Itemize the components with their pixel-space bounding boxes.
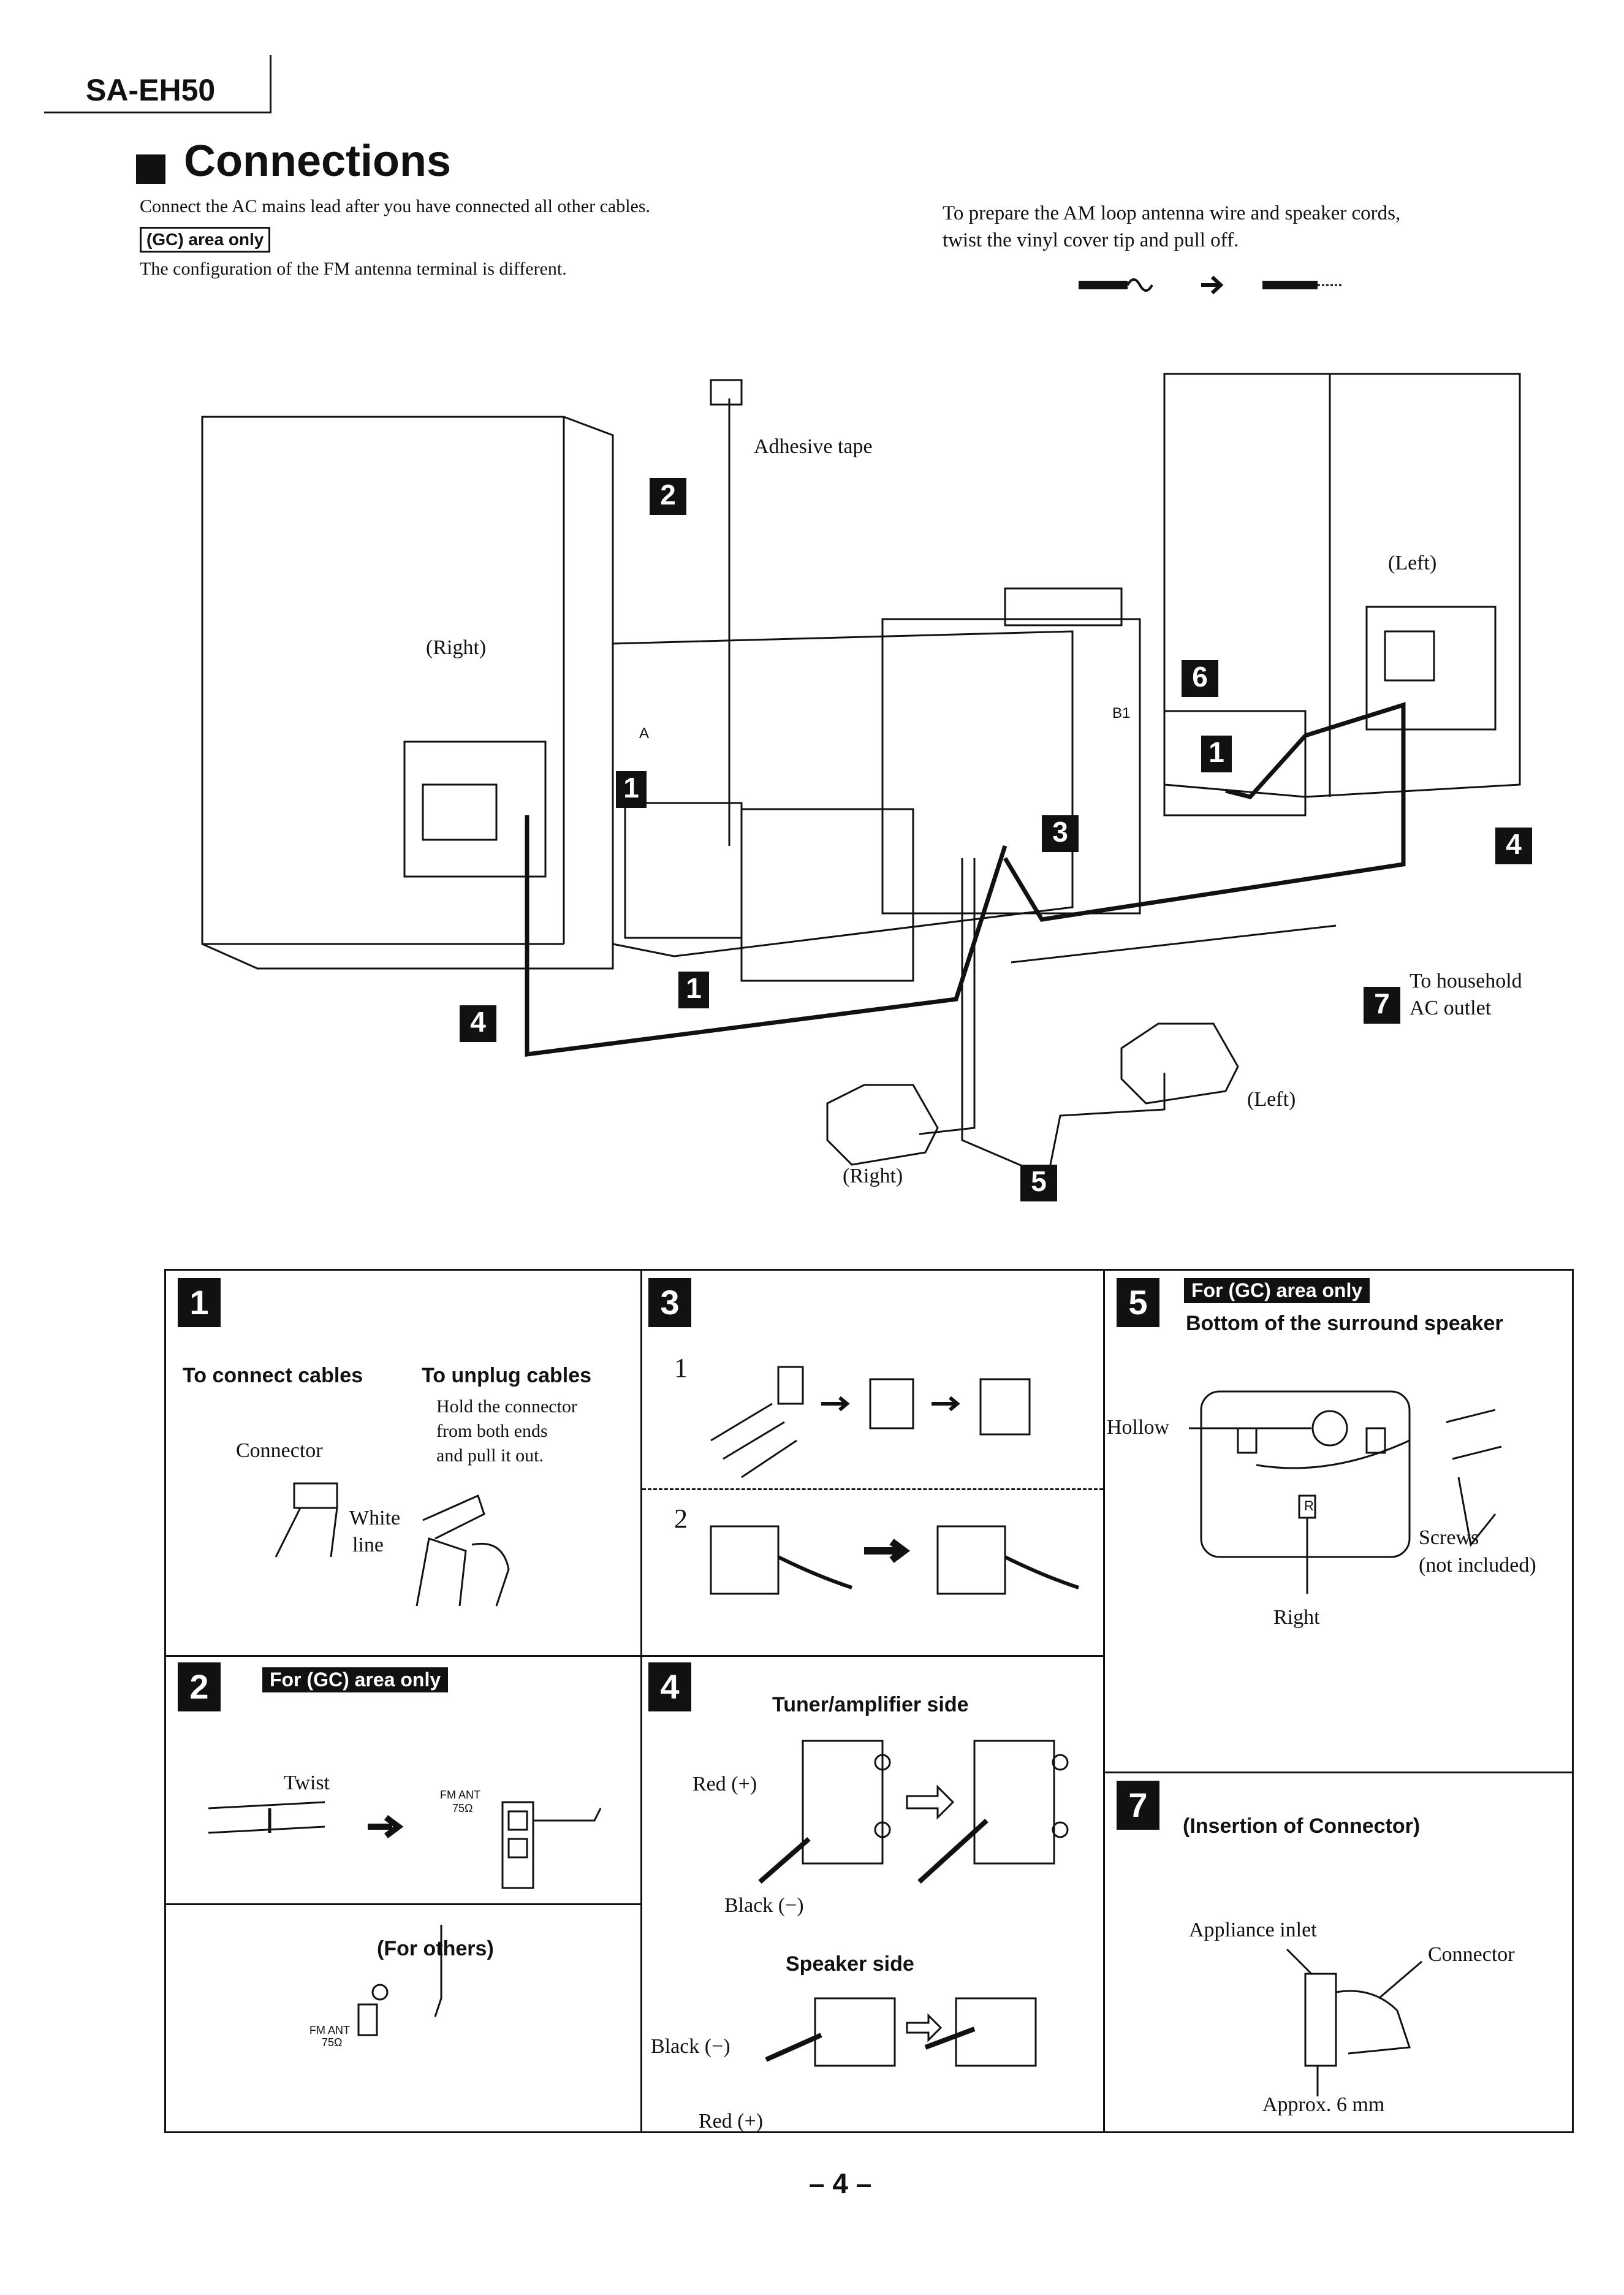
right-label: Right	[1273, 1606, 1320, 1629]
marker-4b: 4	[460, 1005, 496, 1042]
header-underline	[44, 112, 271, 113]
ohm-label-gc: 75Ω	[452, 1802, 473, 1814]
section-title: Connections	[184, 137, 452, 186]
panel3-number: 3	[648, 1278, 691, 1327]
panel3-step-1: 1	[674, 1353, 688, 1383]
for-others-heading: (For others)	[377, 1937, 494, 1960]
marker-3: 3	[1042, 815, 1079, 852]
instruction-panels	[164, 1269, 1574, 2133]
black-minus-label-speaker: Black (−)	[651, 2035, 730, 2058]
marker-4a: 4	[1495, 828, 1532, 864]
marker-7: 7	[1364, 987, 1400, 1024]
white-line-label-1: White	[349, 1507, 401, 1529]
panel-divider-4	[164, 1903, 642, 1905]
unplug-step-1: Hold the connector	[436, 1396, 577, 1417]
panel-divider-2	[1103, 1269, 1105, 2133]
header-divider	[270, 55, 271, 113]
panel5-gc-heading: For (GC) area only	[1184, 1278, 1370, 1303]
tuner-side-heading: Tuner/amplifier side	[772, 1693, 969, 1716]
gc-note: The configuration of the FM antenna term…	[140, 259, 567, 279]
panel2-gc-heading: For (GC) area only	[262, 1667, 449, 1692]
connection-diagram	[201, 373, 1521, 1179]
fm-antenna-illustration	[208, 1801, 602, 2036]
section-bullet	[136, 154, 165, 184]
to-household-label: To household	[1410, 970, 1522, 992]
marker-1a: 1	[616, 771, 647, 808]
black-minus-label-tuner: Black (−)	[724, 1894, 804, 1917]
approx-label: Approx. 6 mm	[1262, 2093, 1385, 2116]
adhesive-tape-label: Adhesive tape	[754, 435, 873, 458]
r-mark: R	[1304, 1498, 1314, 1513]
ohm-label-others: 75Ω	[322, 2036, 343, 2049]
panel3-dashed-divider	[642, 1488, 1103, 1490]
panel5-number: 5	[1117, 1278, 1159, 1327]
prep-instructions: To prepare the AM loop antenna wire and …	[943, 200, 1543, 254]
panel-divider-3	[164, 1655, 1105, 1657]
wire-strip-icon	[1079, 275, 1342, 295]
surround-bottom-illustration	[1189, 1390, 1502, 1594]
fm-ant-label-others: FM ANT	[309, 2024, 350, 2036]
panel7-number: 7	[1117, 1781, 1159, 1830]
unplug-step-2: from both ends	[436, 1421, 548, 1441]
terminal-insertion-illustration	[758, 1740, 1069, 2067]
prep-line-2: twist the vinyl cover tip and pull off.	[943, 229, 1239, 251]
left-surround-label: (Left)	[1247, 1088, 1296, 1111]
panel-divider-5	[1103, 1772, 1574, 1773]
marker-2: 2	[650, 478, 686, 515]
marker-1b: 1	[1201, 736, 1232, 772]
panel2-number: 2	[178, 1662, 221, 1711]
connector-label: Connector	[236, 1439, 323, 1462]
speaker-terminal-illustration	[710, 1366, 1079, 1595]
twist-label: Twist	[284, 1772, 330, 1794]
red-plus-label-speaker: Red (+)	[699, 2110, 764, 2133]
panel1-number: 1	[178, 1278, 221, 1327]
connector-illustration	[275, 1482, 510, 1607]
fm-ant-label-gc: FM ANT	[440, 1789, 480, 1801]
terminal-a-label: A	[639, 725, 650, 742]
panel-divider-1	[640, 1269, 642, 2133]
white-line-label-2: line	[352, 1534, 384, 1556]
model-number: SA-EH50	[86, 73, 216, 107]
terminal-b1-label: B1	[1112, 705, 1131, 721]
intro-text: Connect the AC mains lead after you have…	[140, 196, 651, 216]
marker-5: 5	[1020, 1165, 1057, 1201]
gc-area-badge: (GC) area only	[140, 227, 271, 253]
left-speaker-label: (Left)	[1388, 552, 1437, 574]
appliance-inlet-illustration	[1286, 1948, 1422, 2096]
right-speaker-label: (Right)	[426, 636, 487, 659]
page-number: – 4 –	[809, 2168, 872, 2199]
connector-label-p7: Connector	[1428, 1943, 1515, 1966]
right-surround-label: (Right)	[843, 1165, 903, 1187]
red-plus-label-tuner: Red (+)	[692, 1773, 757, 1795]
marker-6: 6	[1182, 660, 1218, 697]
appliance-inlet-label: Appliance inlet	[1189, 1919, 1317, 1941]
speaker-side-heading: Speaker side	[786, 1952, 914, 1976]
hollow-label: Hollow	[1107, 1416, 1169, 1439]
surround-bottom-heading: Bottom of the surround speaker	[1186, 1312, 1503, 1335]
ac-outlet-label: AC outlet	[1410, 997, 1492, 1019]
prep-line-1: To prepare the AM loop antenna wire and …	[943, 202, 1401, 224]
panel3-step-2: 2	[674, 1504, 688, 1534]
to-unplug-heading: To unplug cables	[422, 1364, 592, 1387]
unplug-step-3: and pull it out.	[436, 1445, 544, 1466]
panel4-number: 4	[648, 1662, 691, 1711]
marker-1c: 1	[678, 972, 709, 1008]
not-included-label: (not included)	[1419, 1554, 1536, 1577]
to-connect-heading: To connect cables	[183, 1364, 363, 1387]
insertion-heading: (Insertion of Connector)	[1183, 1814, 1421, 1838]
